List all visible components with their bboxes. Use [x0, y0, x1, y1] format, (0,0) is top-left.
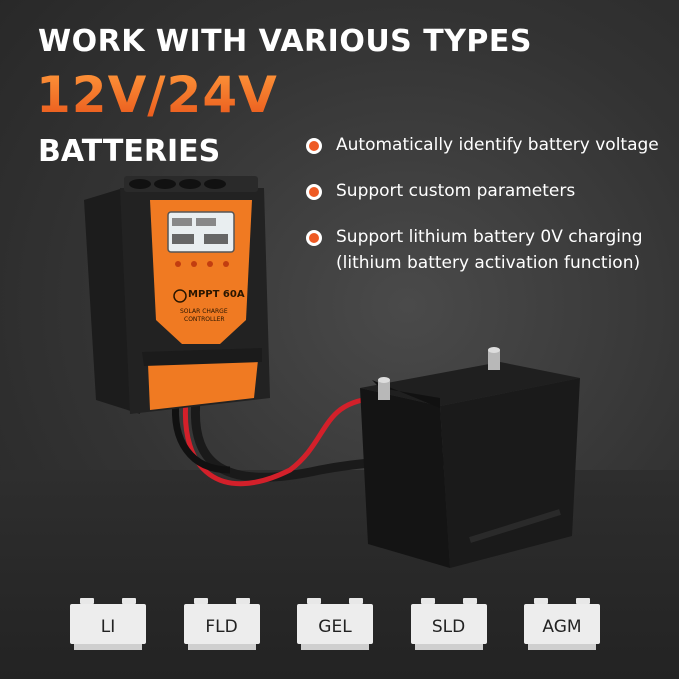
headline-line-3: BATTERIES — [38, 134, 221, 169]
battery-type-fld: FLD — [183, 598, 260, 650]
battery-icon-label: LI — [70, 604, 146, 644]
bullet-icon — [306, 138, 322, 154]
bullet-icon — [306, 184, 322, 200]
controller-subtitle-1: SOLAR CHARGE — [180, 308, 228, 315]
feature-list: Automatically identify battery voltage S… — [304, 132, 674, 296]
headline-voltage: 12V/24V — [36, 66, 278, 124]
battery-type-sld: SLD — [410, 598, 487, 650]
battery-type-li: LI — [70, 598, 146, 650]
battery — [360, 347, 580, 568]
feature-text: (lithium battery activation function) — [336, 253, 641, 273]
controller-subtitle-2: CONTROLLER — [184, 316, 225, 323]
feature-text: Support lithium battery 0V charging — [336, 227, 643, 247]
controller-buttons — [175, 261, 229, 267]
battery-icon-label: SLD — [410, 604, 487, 644]
controller-cover — [148, 360, 258, 410]
battery-type-list: LI FLD GEL SLD AGM — [70, 598, 600, 650]
feature-item: Automatically identify battery voltage — [304, 132, 674, 158]
headline-line-1: WORK WITH VARIOUS TYPES — [38, 24, 533, 59]
controller-top-ports — [124, 176, 258, 192]
feature-item: Support custom parameters — [304, 178, 674, 204]
brand-logo — [173, 289, 187, 303]
red-cable — [182, 395, 381, 487]
feature-text: Automatically identify battery voltage — [336, 135, 659, 155]
battery-type-agm: AGM — [524, 598, 600, 650]
feature-item: Support lithium battery 0V charging (lit… — [304, 224, 674, 276]
battery-icon-label: AGM — [524, 604, 600, 644]
bullet-icon — [306, 230, 322, 246]
battery-icon-label: GEL — [297, 604, 373, 644]
controller-model-label: MPPT 60A — [188, 289, 245, 300]
feature-text: Support custom parameters — [336, 181, 576, 201]
battery-icon-label: FLD — [183, 604, 260, 644]
battery-type-gel: GEL — [297, 598, 373, 650]
